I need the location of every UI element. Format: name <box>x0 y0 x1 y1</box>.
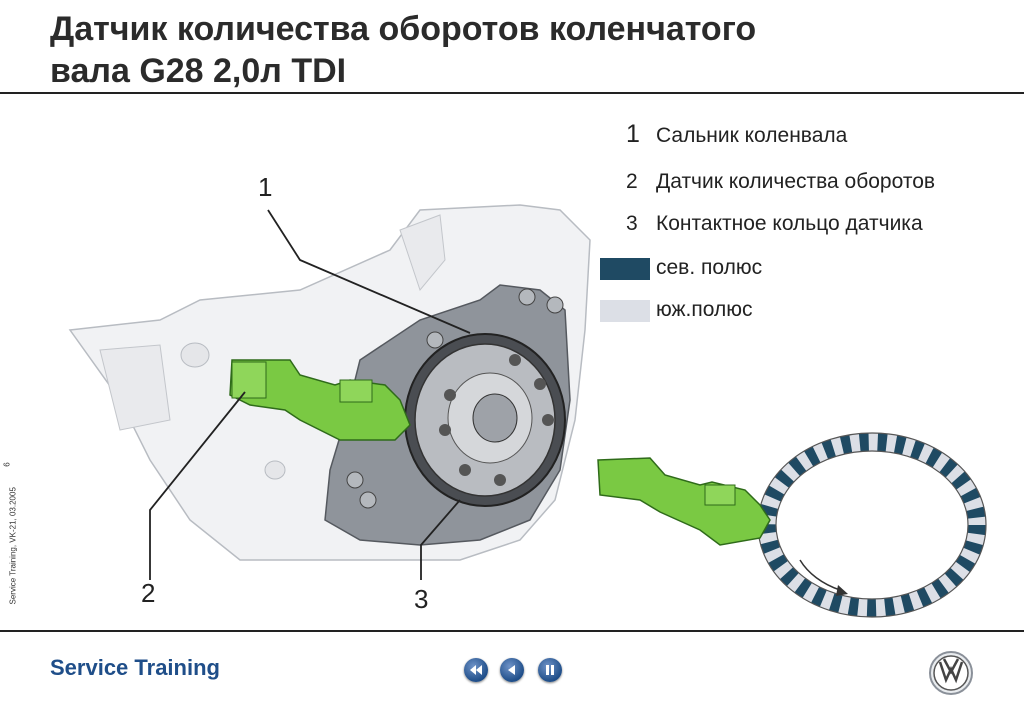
engine-block-detail <box>99 214 446 431</box>
footer-title: Service Training <box>50 655 220 680</box>
pause-button[interactable] <box>538 658 562 682</box>
north-pole-swatch <box>600 258 650 280</box>
leader-1 <box>267 209 471 334</box>
legend-item-1: 1 Сальник коленвала <box>626 120 847 149</box>
legend-item-3: 3 Контактное кольцо датчика <box>626 212 923 236</box>
rewind-button[interactable] <box>464 658 488 682</box>
south-pole-swatch <box>600 300 650 322</box>
pause-icon <box>546 665 554 675</box>
sensor-ring-detail <box>597 432 987 618</box>
legend-num: 1 <box>626 120 640 148</box>
legend-label: Сальник коленвала <box>656 124 848 147</box>
back-button[interactable] <box>500 658 524 682</box>
footer-divider <box>0 630 1024 632</box>
legend-label: Контактное кольцо датчика <box>656 212 923 235</box>
legend-label: Датчик количества оборотов <box>656 170 936 193</box>
leader-2 <box>149 391 246 580</box>
page-title: Датчик количества оборотов коленчатого в… <box>50 8 950 92</box>
block-boss <box>180 342 210 368</box>
back-icon <box>508 665 515 675</box>
header-divider <box>0 92 1024 94</box>
legend-num: 2 <box>626 170 638 193</box>
rpm-sensor <box>229 359 411 441</box>
callout-1: 1 <box>258 172 273 202</box>
title-line-1: Датчик количества оборотов коленчатого <box>50 10 757 48</box>
callout-2: 2 <box>141 578 156 608</box>
rewind-icon <box>470 665 482 675</box>
leader-3 <box>420 499 461 580</box>
block-boss-2 <box>264 460 286 480</box>
legend-item-2: 2 Датчик количества оборотов <box>626 170 935 194</box>
south-pole-label: юж.полюс <box>656 298 753 321</box>
legend-num: 3 <box>626 212 638 235</box>
rpm-sensor-detail <box>597 457 771 546</box>
callout-3: 3 <box>414 584 429 614</box>
north-pole-label: сев. полюс <box>656 256 763 279</box>
vw-logo <box>929 651 973 695</box>
title-line-2: вала G28 2,0л TDI <box>50 52 347 90</box>
